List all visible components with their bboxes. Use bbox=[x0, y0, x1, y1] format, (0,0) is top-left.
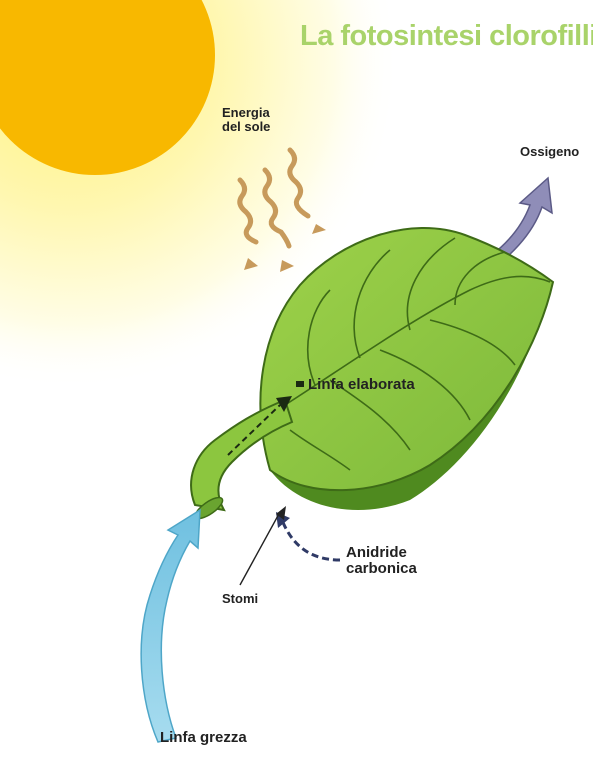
label-carbon-dioxide-line1: Anidride bbox=[346, 545, 417, 561]
label-carbon-dioxide-line2: carbonica bbox=[346, 561, 417, 577]
label-carbon-dioxide: Anidride carbonica bbox=[346, 545, 417, 577]
label-elaborated-sap: Linfa elaborata bbox=[308, 377, 415, 393]
label-sun-energy: Energia del sole bbox=[222, 106, 270, 133]
label-stomata: Stomi bbox=[222, 592, 258, 606]
label-oxygen: Ossigeno bbox=[520, 145, 579, 159]
label-raw-sap: Linfa grezza bbox=[160, 730, 247, 746]
diagram-title: La fotosintesi clorofilliana bbox=[300, 20, 593, 53]
label-sun-energy-line1: Energia bbox=[222, 106, 270, 120]
sap-marker bbox=[296, 381, 304, 387]
label-sun-energy-line2: del sole bbox=[222, 120, 270, 134]
